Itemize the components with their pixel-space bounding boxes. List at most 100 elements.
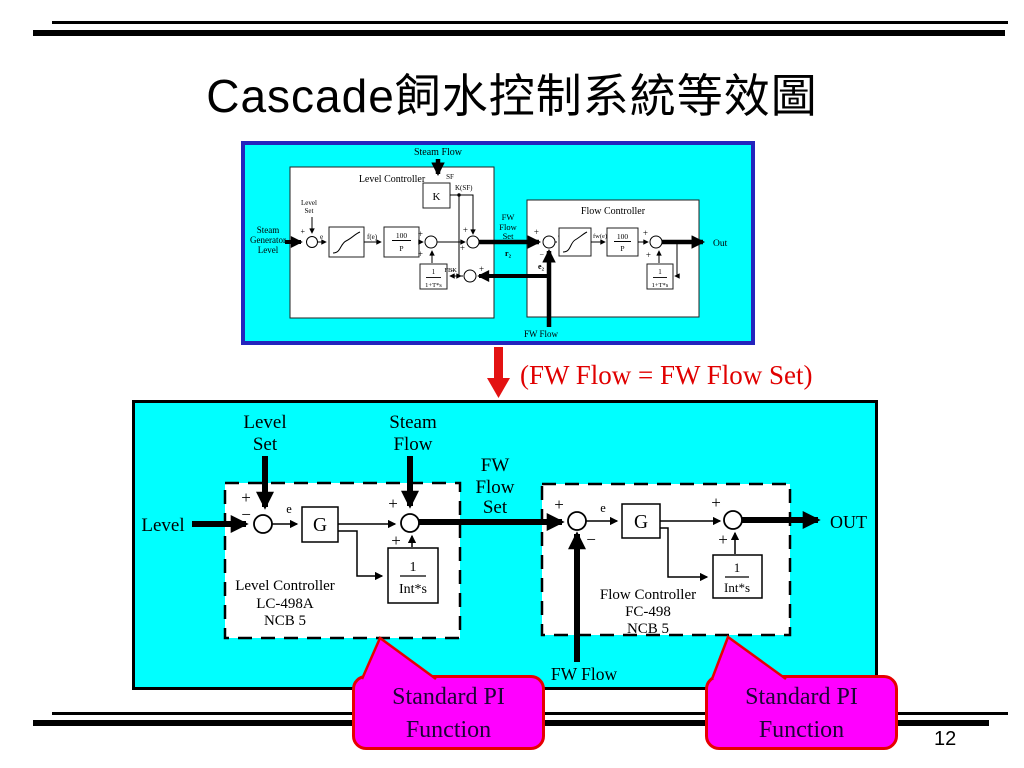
ksf-label: K(SF) [455, 184, 473, 192]
sign-minus: − [241, 505, 251, 524]
fc-function-block [558, 227, 592, 257]
svg-text:Level: Level [243, 412, 286, 433]
lc-int-den: Int*s [399, 582, 427, 597]
sign-plus: + [711, 493, 721, 512]
fc-lag-block [646, 263, 674, 290]
lc-scurve [332, 231, 361, 254]
sign-plus: + [391, 531, 401, 550]
fw-flow-set-label: FW Flow Set [475, 455, 514, 518]
sign-plus: + [643, 228, 648, 238]
svg-text:Steam: Steam [257, 225, 280, 235]
steam-flow-label: Steam Flow [414, 147, 463, 158]
lc-sum1 [306, 236, 318, 248]
svg-text:LC-498A: LC-498A [256, 596, 314, 612]
fc-int-num: 1 [734, 560, 741, 575]
bottom-diagram: Level Set Steam Flow Level + − e G 1 Int… [132, 400, 878, 690]
sign-plus: + [460, 243, 465, 253]
lc-branch [338, 530, 384, 581]
fc-g-label: G [634, 512, 648, 533]
callout-line1: Standard PI [392, 684, 505, 710]
red-note: (FW Flow = FW Flow Set) [520, 360, 813, 390]
fc-feedback-tap [674, 244, 680, 279]
k-block-label: K [433, 191, 441, 203]
sign-plus: + [479, 264, 484, 274]
lc-int-num: 1 [410, 560, 417, 575]
k-junction-dot [457, 193, 461, 197]
fc-sum2 [649, 235, 663, 249]
fc-lag-den: 1+T*s [652, 282, 669, 289]
sign-minus: − [586, 530, 596, 549]
svg-text:NCB 5: NCB 5 [264, 613, 306, 629]
lc-sum2 [424, 235, 438, 249]
svg-text:FC-498: FC-498 [625, 604, 671, 620]
k-block [422, 182, 451, 209]
fbk-sum [463, 269, 477, 283]
level-label: Level [141, 515, 184, 536]
svg-text:Flow: Flow [475, 477, 514, 498]
svg-text:Level: Level [258, 245, 279, 255]
flow-controller-title: Flow Controller [581, 206, 646, 217]
e2-label: e₂ [538, 262, 545, 271]
svg-text:Level Controller: Level Controller [235, 578, 335, 594]
fc-scurve [562, 231, 588, 253]
lc-sum3 [466, 235, 480, 249]
callout-line2: Function [758, 717, 845, 743]
lc-error-label: e [286, 502, 292, 516]
header-rule-thick [33, 30, 1005, 36]
flow-controller-box [526, 199, 700, 318]
svg-text:NCB 5: NCB 5 [627, 621, 669, 637]
fc-out-tap-dot [675, 240, 679, 244]
svg-text:Flow: Flow [393, 434, 432, 455]
level-set-label: Level Set [301, 199, 317, 215]
svg-text:Set: Set [483, 497, 508, 518]
svg-text:Set: Set [253, 434, 278, 455]
callout-tail-right [710, 635, 787, 681]
lc-gain-num: 100 [396, 231, 408, 240]
sign-plus: + [418, 249, 423, 259]
lc-lag-num: 1 [432, 268, 436, 276]
lc-lag-block [419, 263, 448, 290]
fc-sum1 [567, 511, 587, 531]
sign-minus: − [450, 266, 455, 275]
callout-standard-pi-right: Standard PI Function [705, 675, 898, 750]
sign-plus: + [241, 488, 251, 507]
fc-gain-den: P [620, 244, 624, 253]
header-rule-thin [52, 21, 1008, 24]
sign-plus: + [463, 225, 468, 235]
r2-label: r₂ [505, 249, 512, 258]
svg-text:FW: FW [502, 212, 515, 222]
sign-plus: + [718, 530, 728, 549]
fc-lag-num: 1 [658, 268, 662, 276]
out-label: Out [713, 239, 728, 249]
sign-minus: − [539, 250, 544, 259]
fe-label: f(e) [367, 233, 378, 241]
out-label: OUT [830, 512, 867, 532]
svg-text:Steam: Steam [389, 412, 437, 433]
steam-flow-label: Steam Flow [389, 412, 437, 455]
svg-text:Level: Level [301, 199, 317, 207]
level-set-label: Level Set [243, 412, 286, 455]
sign-plus: + [534, 227, 539, 237]
svg-text:Set: Set [503, 231, 515, 241]
fbk-label: FBK [444, 267, 457, 274]
lc-gain-den: P [399, 244, 403, 253]
sign-plus: + [300, 227, 305, 236]
fc-sum1 [542, 235, 556, 249]
sign-plus: + [646, 250, 651, 260]
fc-fwflow-label: FW Flow [524, 329, 559, 339]
lc-sum1 [253, 514, 273, 534]
fwe-label: fw(e) [593, 233, 607, 240]
fc-error-label: e [600, 501, 606, 515]
svg-text:FW: FW [481, 455, 510, 476]
flow-controller-caption: Flow Controller FC-498 NCB 5 [600, 587, 696, 637]
svg-text:Flow Controller: Flow Controller [600, 587, 696, 603]
page-number: 12 [934, 728, 957, 750]
top-diagram: Level Controller Flow Controller Steam F… [241, 141, 755, 345]
fc-gain-num: 100 [617, 232, 629, 241]
slide-title: Cascade飼水控制系統等效圖 [206, 70, 818, 122]
lc-g-label: G [313, 515, 327, 536]
red-down-arrow [487, 347, 510, 398]
sign-plus: + [388, 494, 398, 513]
level-controller-title: Level Controller [359, 174, 426, 185]
fc-int-den: Int*s [724, 580, 750, 595]
